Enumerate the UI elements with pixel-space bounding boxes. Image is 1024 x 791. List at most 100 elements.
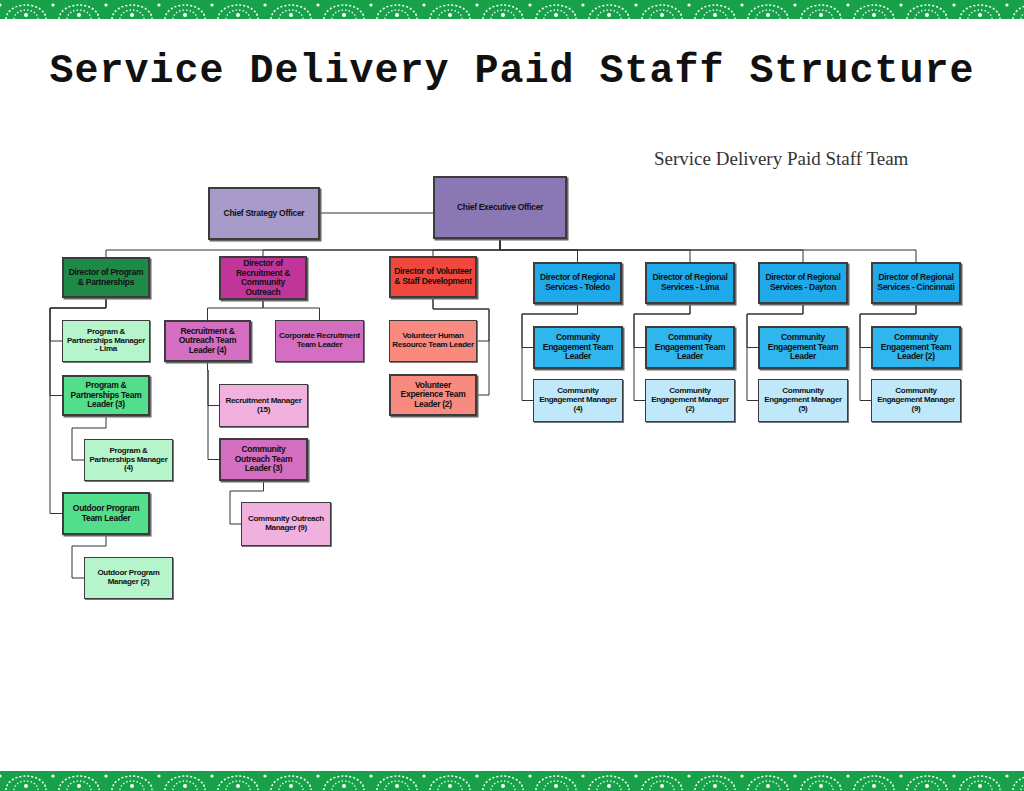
text-holder: Community Engagement Team Leader [537,333,619,362]
text-holder: Community Outreach Team Leader (3) [223,445,304,474]
text-holder: Volunteer Human Resource Team Leader [392,332,474,350]
decorative-band [0,771,1024,791]
role-box: Community Outreach Team Leader (3) [219,438,308,481]
text-holder: Director of Regional Services - Cincinna… [875,273,957,292]
role-box: Director of Regional Services - Dayton [758,262,848,304]
text-holder: Director of Regional Services - Lima [649,273,731,292]
reporting-line [208,300,264,320]
chart-label: Service Delivery Paid Staff Team [654,148,908,170]
role-box: Community Engagement Team Leader [645,326,735,369]
role-title: Director of Regional Services - Cincinna… [875,273,957,292]
text-holder: Community Engagement Manager (9) [874,387,958,414]
text-holder: Chief Strategy Officer [224,209,305,219]
role-title: Corporate Recruitment Team Leader [278,332,361,350]
text-holder: Recruitment Manager (15) [222,397,305,415]
text-holder: Director of Regional Services - Toledo [537,273,618,292]
text-holder: Director of Recruitment & Community Outr… [223,259,303,297]
role-box: Director of Regional Services - Toledo [533,262,622,304]
text-holder: Community Engagement Team Leader (2) [875,333,957,362]
text-holder: Director of Regional Services - Dayton [762,273,844,292]
text-holder: Community Engagement Team Leader [762,333,844,362]
role-box: Outdoor Program Team Leader [62,492,150,535]
role-title: Chief Executive Officer [457,203,543,213]
role-title: Director of Regional Services - Lima [649,273,731,292]
text-holder: Volunteer Experience Team Leader (2) [393,381,473,410]
role-box: Director of Recruitment & Community Outr… [219,256,307,300]
role-title: Community Engagement Manager (9) [874,387,958,414]
role-box: Director of Regional Services - Lima [645,262,735,304]
role-title: Director of Regional Services - Dayton [762,273,844,292]
role-box: Program & Partnerships Manager - Lima [62,320,150,362]
executive-box: Chief Strategy Officer [208,187,320,240]
role-title: Director of Volunteer & Staff Developmen… [393,267,473,286]
reporting-line [208,362,220,460]
role-box: Director of Regional Services - Cincinna… [871,262,961,304]
role-box: Corporate Recruitment Team Leader [275,320,364,362]
reporting-line [263,239,500,256]
role-box: Program & Partnerships Manager (4) [84,439,173,481]
text-holder: Community Engagement Team Leader [649,333,731,362]
text-holder: Chief Executive Officer [457,203,543,213]
role-box: Outdoor Program Manager (2) [84,557,173,599]
role-title: Outdoor Program Manager (2) [87,569,170,587]
executive-box: Chief Executive Officer [433,176,567,239]
role-box: Community Engagement Manager (4) [533,379,623,422]
role-title: Community Engagement Manager (5) [761,387,845,414]
text-holder: Corporate Recruitment Team Leader [278,332,361,350]
role-box: Community Outreach Manager (9) [241,502,331,546]
text-holder: Program & Partnerships Manager (4) [87,447,170,474]
role-title: Community Engagement Team Leader [649,333,731,362]
role-title: Director of Program & Partnerships [66,268,146,287]
role-box: Volunteer Human Resource Team Leader [389,320,477,362]
reporting-line [263,300,320,320]
role-title: Community Engagement Manager (2) [648,387,732,414]
text-holder: Community Engagement Manager (2) [648,387,732,414]
role-box: Director of Program & Partnerships [62,257,150,298]
text-holder: Outdoor Program Team Leader [66,504,146,523]
decorative-band [0,0,1024,19]
role-title: Community Engagement Manager (4) [536,387,620,414]
role-title: Director of Recruitment & Community Outr… [223,259,303,297]
role-box: Recruitment Manager (15) [219,384,308,427]
role-title: Outdoor Program Team Leader [66,504,146,523]
role-box: Community Engagement Manager (5) [758,379,848,422]
role-title: Volunteer Human Resource Team Leader [392,332,474,350]
role-box: Program & Partnerships Team Leader (3) [62,375,150,416]
role-title: Community Engagement Team Leader [762,333,844,362]
role-box: Community Engagement Team Leader [533,326,623,369]
role-box: Community Engagement Team Leader [758,326,848,369]
role-title: Community Engagement Team Leader [537,333,619,362]
role-box: Recruitment & Outreach Team Leader (4) [164,320,251,362]
role-box: Volunteer Experience Team Leader (2) [389,374,477,416]
text-holder: Director of Program & Partnerships [66,268,146,287]
reporting-line [106,239,500,257]
role-title: Program & Partnerships Team Leader (3) [66,381,146,410]
role-title: Community Engagement Team Leader (2) [875,333,957,362]
text-holder: Recruitment & Outreach Team Leader (4) [168,327,247,356]
role-title: Program & Partnerships Manager (4) [87,447,170,474]
text-holder: Program & Partnerships Manager - Lima [65,328,147,355]
role-title: Community Outreach Team Leader (3) [223,445,304,474]
role-title: Community Outreach Manager (9) [244,515,328,533]
text-holder: Community Engagement Manager (5) [761,387,845,414]
role-title: Recruitment & Outreach Team Leader (4) [168,327,247,356]
reporting-line [208,362,220,406]
role-box: Community Engagement Team Leader (2) [871,326,961,369]
text-holder: Program & Partnerships Team Leader (3) [66,381,146,410]
role-box: Director of Volunteer & Staff Developmen… [389,256,477,298]
reporting-line [320,213,433,214]
text-holder: Director of Volunteer & Staff Developmen… [393,267,473,286]
role-title: Program & Partnerships Manager - Lima [65,328,147,355]
reporting-line [433,239,500,256]
page-title: Service Delivery Paid Staff Structure [0,48,1024,96]
role-title: Recruitment Manager (15) [222,397,305,415]
role-title: Volunteer Experience Team Leader (2) [393,381,473,410]
role-title: Chief Strategy Officer [224,209,305,219]
reporting-line [500,239,916,262]
text-holder: Community Engagement Manager (4) [536,387,620,414]
role-box: Community Engagement Manager (2) [645,379,735,422]
role-title: Director of Regional Services - Toledo [537,273,618,292]
text-holder: Community Outreach Manager (9) [244,515,328,533]
text-holder: Outdoor Program Manager (2) [87,569,170,587]
